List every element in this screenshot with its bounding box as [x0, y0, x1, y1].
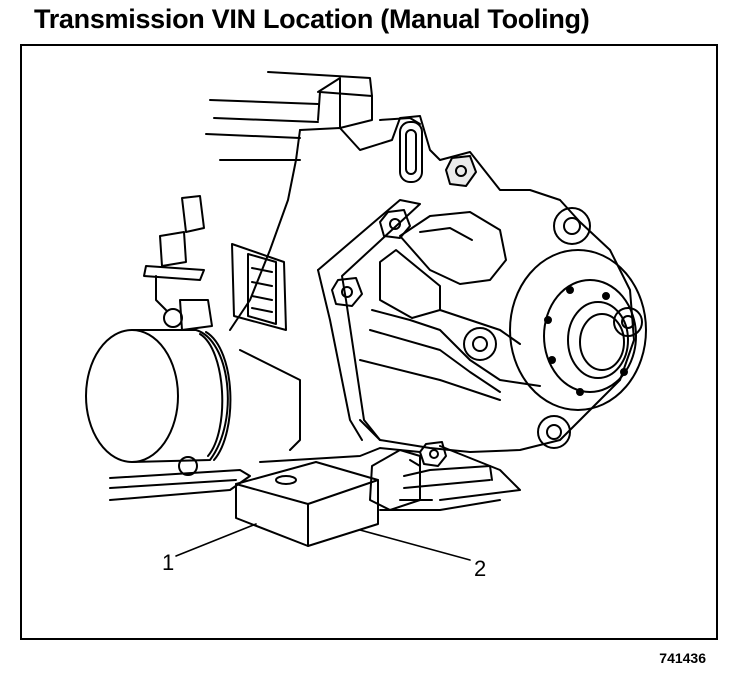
linkage-bracket: [317, 199, 421, 441]
leader-line-2: [359, 529, 471, 561]
vin-label: [231, 243, 287, 331]
callout-1: 1: [162, 550, 175, 575]
side-bosses: [463, 207, 643, 449]
lower-pan: [109, 445, 521, 511]
leader-line-1: [175, 523, 257, 557]
illustration-frame: [20, 44, 718, 640]
diagram-title: Transmission VIN Location (Manual Toolin…: [34, 4, 590, 34]
callout-2: 2: [474, 556, 487, 581]
left-bracket: [143, 195, 213, 331]
leader-lines: [175, 523, 471, 561]
bolts: [163, 155, 477, 476]
figure-number: 741436: [659, 650, 706, 666]
sensor-body: [359, 211, 541, 401]
vin-stamp-block: [235, 461, 379, 547]
end-cover: [85, 329, 301, 463]
mounting-boss-top: [399, 121, 423, 183]
output-flange: [509, 249, 647, 411]
upper-housing-ribs: [205, 71, 373, 161]
